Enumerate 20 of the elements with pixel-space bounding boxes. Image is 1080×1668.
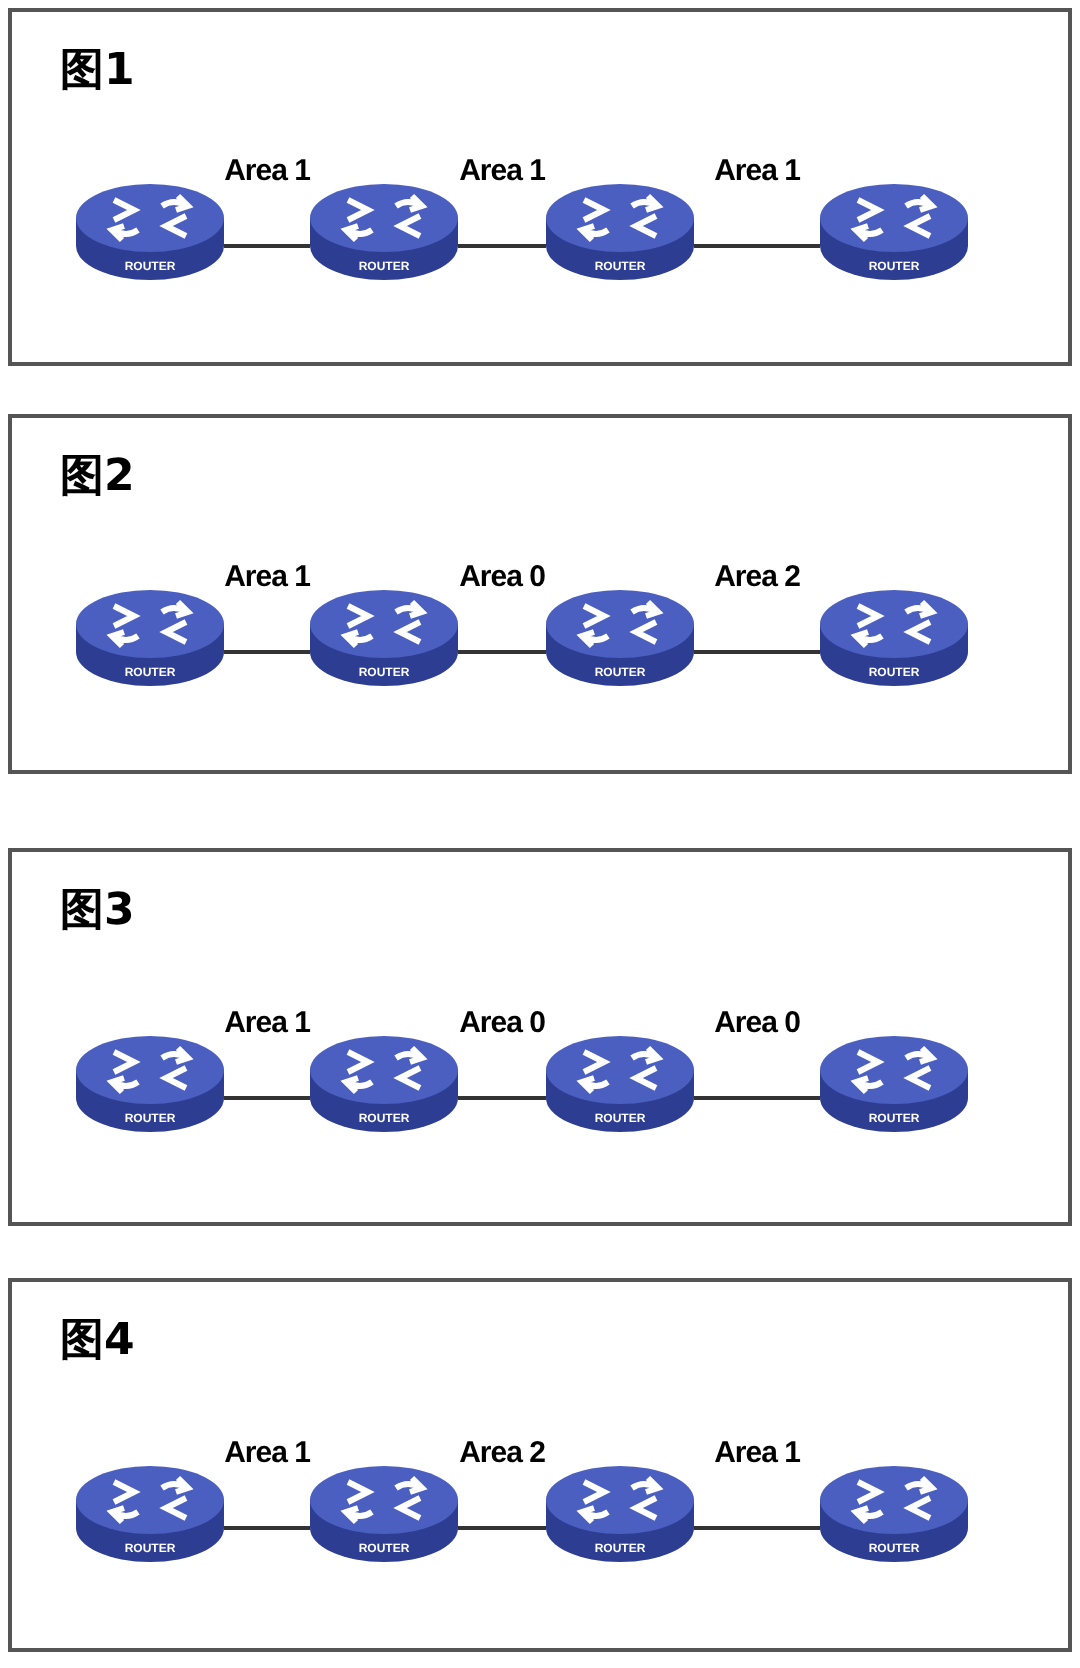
panel-title: 图3 [60,884,135,940]
link-line [224,1526,310,1530]
link-line [694,1096,820,1100]
link-line [458,1526,546,1530]
link-line [458,244,546,248]
diagram-panel [8,848,1072,1226]
link-line [458,1096,546,1100]
panel-title: 图4 [60,1314,135,1370]
link-line [694,650,820,654]
panel-title: 图2 [60,450,135,506]
link-line [458,650,546,654]
link-line [224,244,310,248]
panel-title: 图1 [60,44,135,100]
diagram-panel [8,8,1072,366]
link-line [694,1526,820,1530]
link-line [224,1096,310,1100]
link-line [694,244,820,248]
diagram-panel [8,414,1072,774]
diagram-panel [8,1278,1072,1652]
link-line [224,650,310,654]
